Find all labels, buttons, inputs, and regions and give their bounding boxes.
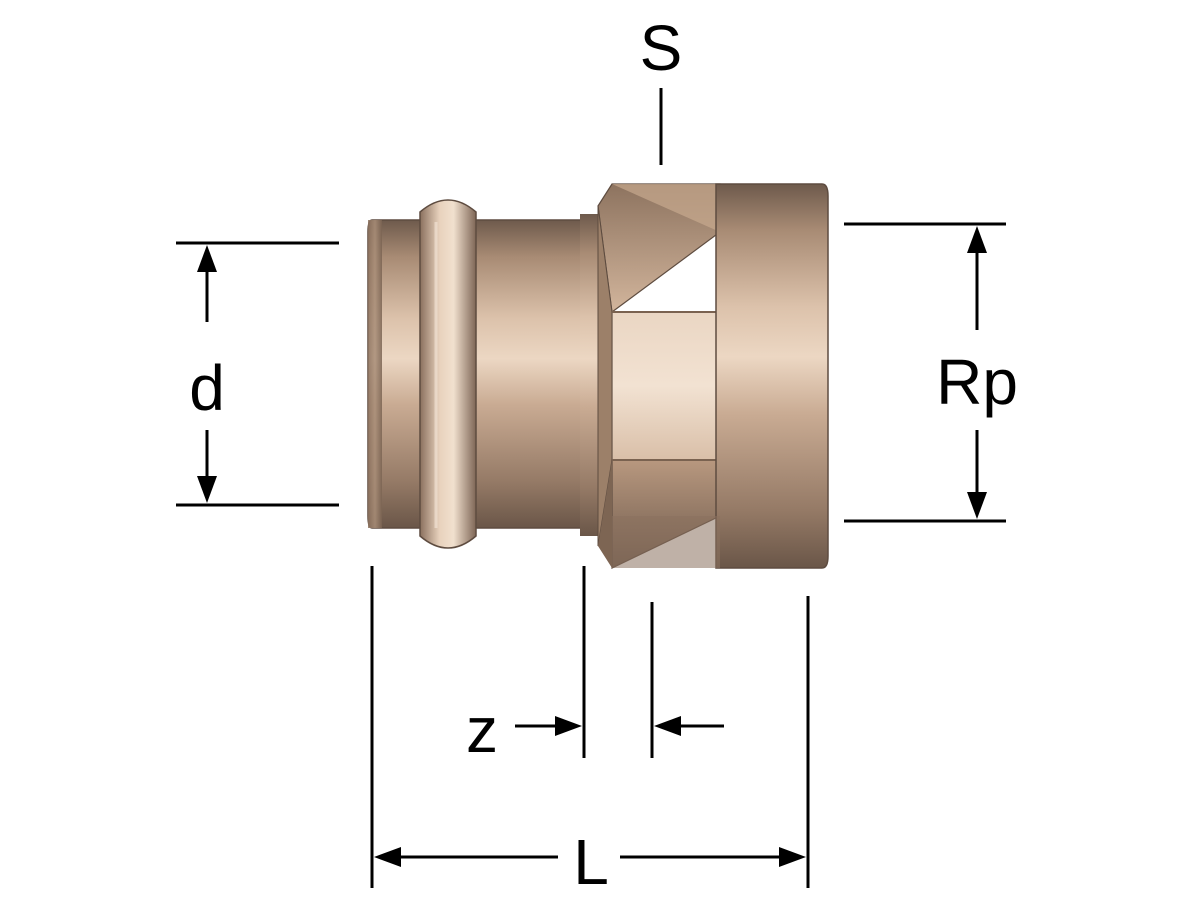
dimension-l <box>370 566 810 888</box>
label-s: S <box>640 12 683 84</box>
arrow-right-icon <box>779 847 806 867</box>
dimension-z <box>515 566 724 758</box>
arrow-down-icon <box>197 476 217 503</box>
arrow-right-icon <box>555 716 582 736</box>
socket-end-face <box>368 220 382 528</box>
label-l: L <box>573 826 609 898</box>
press-fitting-body <box>367 183 829 569</box>
arrow-up-icon <box>197 245 217 272</box>
label-z: z <box>466 694 498 766</box>
dimension-rp <box>844 222 1006 523</box>
o-ring-bead <box>419 199 477 549</box>
label-d: d <box>189 352 225 424</box>
arrow-down-icon <box>967 492 987 519</box>
arrow-left-icon <box>654 716 681 736</box>
dimension-d <box>176 241 339 507</box>
arrow-left-icon <box>374 847 401 867</box>
press-socket <box>367 219 596 529</box>
hex-nut <box>597 183 721 569</box>
arrow-up-icon <box>967 226 987 253</box>
label-rp: Rp <box>936 346 1018 418</box>
threaded-socket <box>715 183 829 569</box>
socket-shoulder <box>580 214 598 536</box>
